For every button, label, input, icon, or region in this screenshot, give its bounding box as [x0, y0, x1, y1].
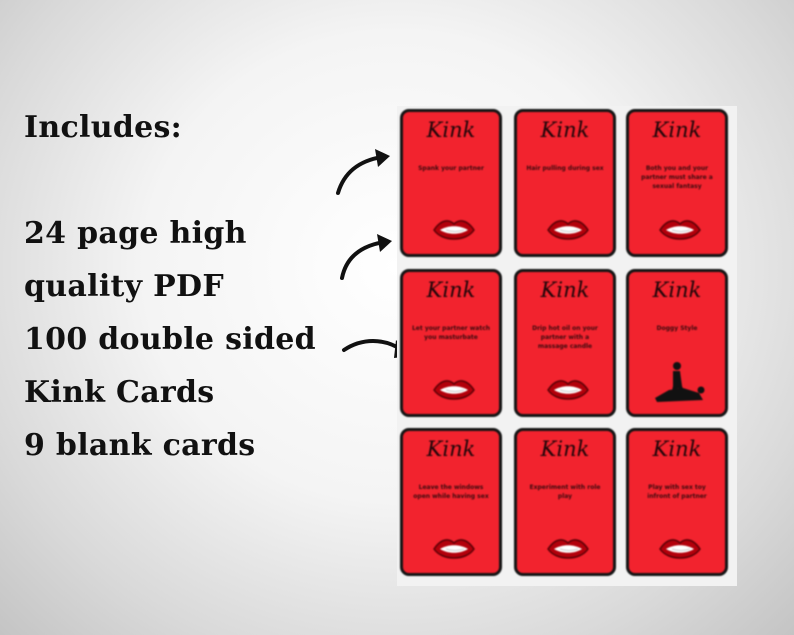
lips-icon [547, 220, 589, 240]
card-text: Play with sex toy infront of partner [647, 484, 707, 500]
kink-card: Kink Doggy Style [626, 269, 728, 417]
card-title: Kink [652, 437, 702, 461]
lips-icon [433, 220, 475, 240]
card-text: Doggy Style [656, 325, 698, 332]
feature-panel: Includes: 24 page high quality PDF 100 d… [24, 110, 316, 472]
feature-item: Kink Cards [24, 375, 215, 410]
card-title: Kink [652, 118, 702, 142]
kink-card: Kink Leave the windows open while having… [400, 428, 502, 576]
curved-arrow-icon [340, 234, 392, 280]
pose-silhouette-icon [655, 362, 705, 402]
lips-icon [433, 380, 475, 400]
card-title: Kink [426, 278, 476, 302]
feature-item: 100 double sided [24, 322, 316, 357]
kink-card: Kink Both you and your partner must shar… [626, 109, 728, 257]
kink-card: Kink Hair pulling during sex [514, 109, 616, 257]
kink-card: Kink Drip hot oil on your partner with a… [514, 269, 616, 417]
lips-icon [659, 539, 701, 559]
feature-item: 9 blank cards [24, 428, 256, 463]
card-title: Kink [540, 437, 590, 461]
feature-item: quality PDF [24, 269, 224, 304]
includes-heading: Includes: [24, 110, 183, 145]
lips-icon [547, 380, 589, 400]
lips-icon [659, 220, 701, 240]
card-text: Let your partner watch you masturbate [411, 325, 491, 341]
card-title: Kink [540, 118, 590, 142]
kink-card: Kink Spank your partner [400, 109, 502, 257]
card-text: Both you and your partner must share a s… [641, 165, 713, 190]
card-text: Drip hot oil on your partner with a mass… [532, 325, 598, 350]
card-sheet: Kink Spank your partner Kink Hair pullin… [397, 106, 737, 586]
card-title: Kink [652, 278, 702, 302]
kink-card: Kink Experiment with role play [514, 428, 616, 576]
card-text: Spank your partner [418, 165, 484, 172]
card-title: Kink [426, 118, 476, 142]
card-title: Kink [426, 437, 476, 461]
kink-card: Kink Play with sex toy infront of partne… [626, 428, 728, 576]
card-text: Experiment with role play [529, 484, 601, 500]
card-text: Leave the windows open while having sex [413, 484, 489, 500]
lips-icon [433, 539, 475, 559]
curved-arrow-icon [336, 149, 390, 195]
lips-icon [547, 539, 589, 559]
card-text: Hair pulling during sex [526, 165, 604, 172]
feature-item: 24 page high [24, 216, 247, 251]
feature-list: 24 page high quality PDF 100 double side… [24, 207, 316, 472]
kink-card: Kink Let your partner watch you masturba… [400, 269, 502, 417]
card-title: Kink [540, 278, 590, 302]
